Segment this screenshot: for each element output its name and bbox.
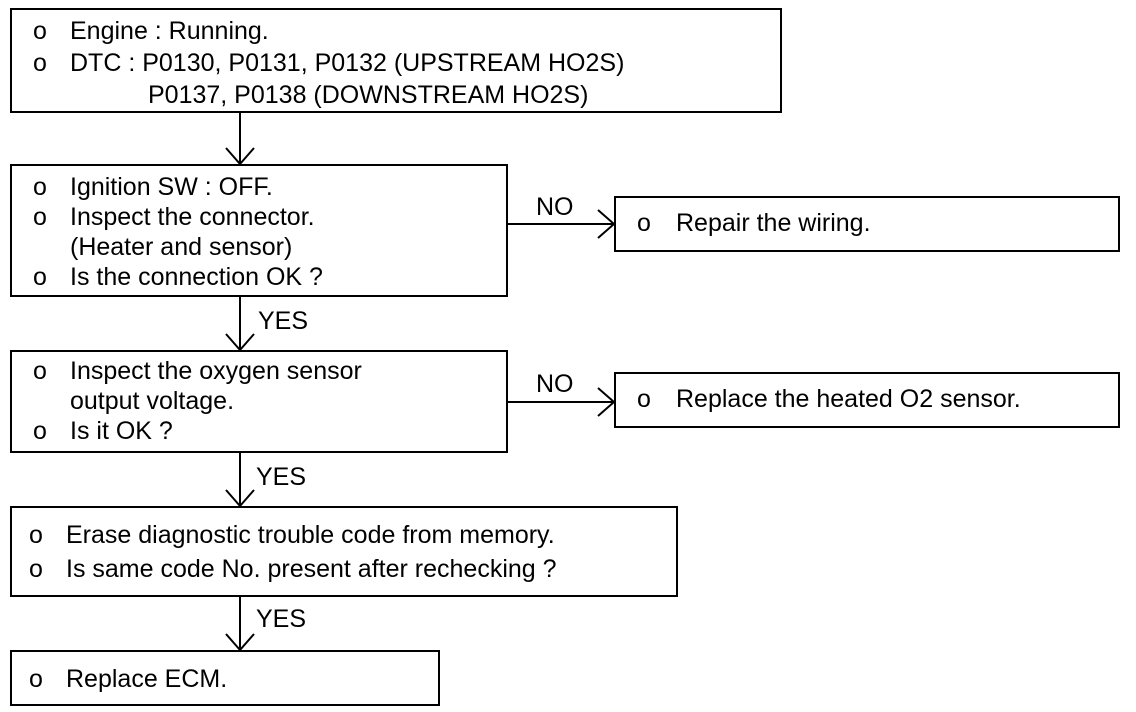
erase-dtc-text: Erase diagnostic trouble code from memor…: [66, 521, 555, 549]
connection-ok-question: Is the connection OK ?: [70, 263, 323, 291]
no-label-voltage: NO: [536, 370, 574, 398]
bullet-marker: o: [29, 555, 43, 583]
bullet-marker: o: [33, 203, 47, 231]
engine-status-text: Engine : Running.: [70, 17, 269, 45]
yes-label-recheck: YES: [256, 463, 307, 491]
dtc-downstream-text: P0137, P0138 (DOWNSTREAM HO2S): [148, 81, 589, 109]
repair-wiring-text: Repair the wiring.: [676, 209, 871, 237]
bullet-marker: o: [29, 521, 43, 549]
replace-sensor-text: Replace the heated O2 sensor.: [676, 385, 1021, 413]
inspect-connector-text: Inspect the connector.: [70, 203, 315, 231]
bullet-marker: o: [33, 17, 47, 45]
start-condition-box: o Engine : Running. o DTC : P0130, P0131…: [10, 8, 782, 113]
bullet-marker: o: [33, 417, 47, 445]
output-voltage-text: output voltage.: [70, 387, 235, 415]
bullet-marker: o: [33, 173, 47, 201]
repair-wiring-box: o Repair the wiring.: [614, 196, 1120, 252]
voltage-check-box: o Inspect the oxygen sensor output volta…: [10, 350, 508, 453]
bullet-marker: o: [33, 49, 47, 77]
replace-sensor-box: o Replace the heated O2 sensor.: [614, 372, 1120, 428]
recheck-box: o Erase diagnostic trouble code from mem…: [10, 506, 678, 597]
ignition-off-text: Ignition SW : OFF.: [70, 173, 273, 201]
same-code-present-question: Is same code No. present after recheckin…: [66, 555, 557, 583]
is-it-ok-question: Is it OK ?: [70, 417, 173, 445]
replace-ecm-box: o Replace ECM.: [10, 650, 440, 706]
inspect-oxygen-sensor-text: Inspect the oxygen sensor: [70, 357, 362, 385]
dtc-upstream-text: DTC : P0130, P0131, P0132 (UPSTREAM HO2S…: [70, 49, 625, 77]
replace-ecm-text: Replace ECM.: [66, 665, 228, 693]
no-label-connector: NO: [536, 193, 574, 221]
bullet-marker: o: [33, 263, 47, 291]
yes-label-ecm: YES: [256, 605, 307, 633]
bullet-marker: o: [33, 357, 47, 385]
bullet-marker: o: [637, 209, 651, 237]
yes-label-voltage: YES: [258, 307, 309, 335]
heater-sensor-text: (Heater and sensor): [70, 233, 293, 261]
connector-check-box: o Ignition SW : OFF. o Inspect the conne…: [10, 164, 508, 297]
bullet-marker: o: [637, 385, 651, 413]
bullet-marker: o: [29, 665, 43, 693]
